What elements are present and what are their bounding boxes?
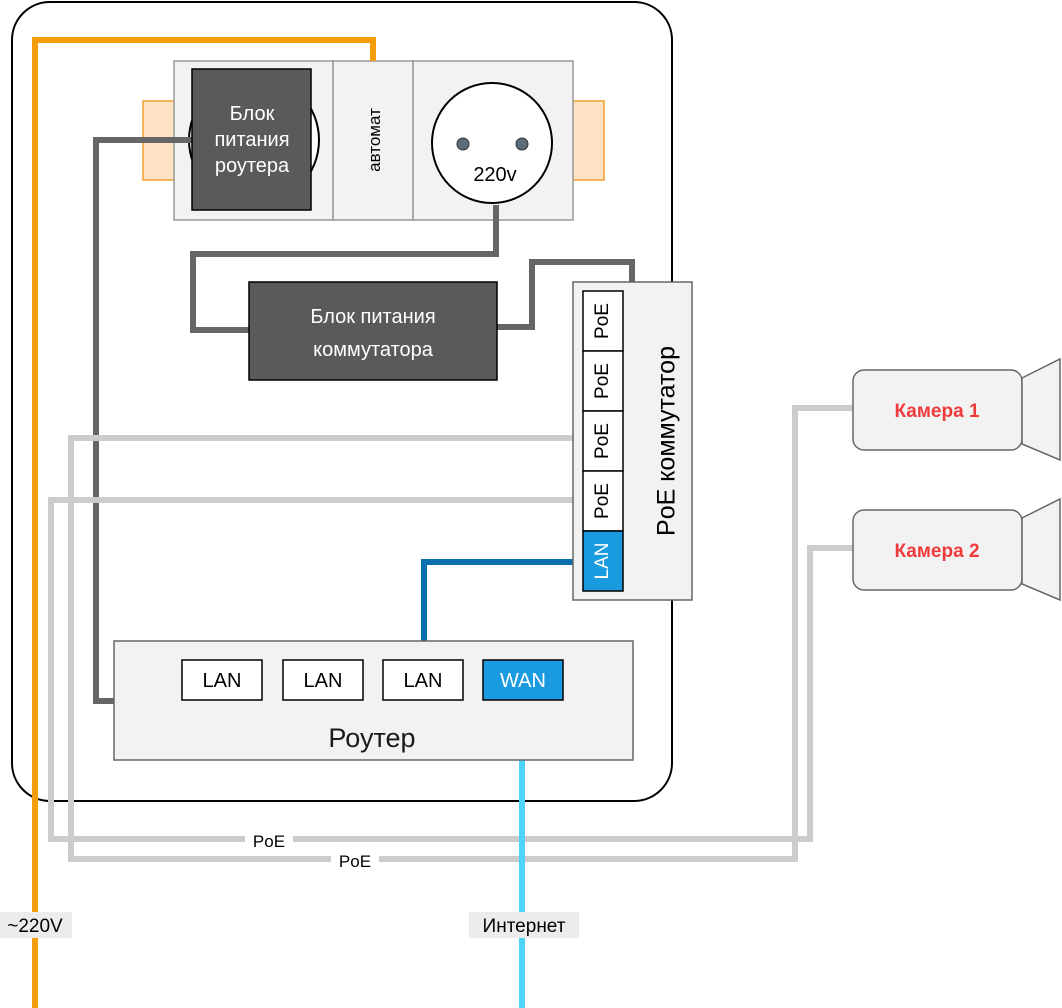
cable-poe-2-label: PoE (339, 852, 371, 871)
poe-port-3 (582, 410, 624, 472)
poe-cable-camera2 (48, 497, 854, 842)
socket-label: 220v (473, 164, 516, 186)
breaker-label: автомат (365, 108, 384, 172)
router-lan-port-3 (382, 659, 464, 701)
socket-face (431, 82, 553, 204)
router-lan-port-1 (181, 659, 263, 701)
router-lan-port-2-label: LAN (304, 670, 343, 692)
mains-label: ~220V (7, 916, 63, 937)
camera1-lens-icon (1021, 357, 1061, 462)
router-psu-label-1: Блок (230, 103, 275, 125)
camera1-label: Камера 1 (894, 401, 979, 422)
socket-pin-left (456, 137, 470, 151)
router-psu-block (191, 68, 312, 211)
router-lan-port-1-label: LAN (203, 670, 242, 692)
switch-psu-label-1: Блок питания (310, 306, 435, 328)
router-lan-port-3-label: LAN (404, 670, 443, 692)
switch-lan-port (582, 530, 624, 592)
router-wan-port-label: WAN (500, 670, 546, 692)
router-power-cable (93, 137, 192, 704)
poe-port-2 (582, 350, 624, 412)
mains-cable (32, 37, 376, 1008)
switch-psu-output-cable (497, 259, 635, 330)
switch-psu-block (248, 281, 498, 381)
switch-psu-input-cable (190, 205, 499, 333)
lan-cable (421, 559, 583, 662)
cable-poe-2-label-bg (331, 851, 379, 871)
camera2-label: Камера 2 (894, 541, 979, 562)
internet-label-bg (469, 912, 579, 938)
internet-label: Интернет (483, 916, 566, 937)
router-psu-label-3: роутера (215, 155, 290, 177)
router-label: Роутер (328, 723, 415, 753)
poe-port-1-label: PoE (592, 303, 613, 339)
poe-port-3-label: PoE (592, 423, 613, 459)
cable-poe-1-label: PoE (253, 832, 285, 851)
poe-switch-label: PoE коммутатор (653, 346, 681, 536)
poe-port-4-label: PoE (592, 483, 613, 519)
switch-lan-port-label: LAN (592, 543, 613, 580)
poe-port-2-label: PoE (592, 363, 613, 399)
camera2-lens-icon (1021, 497, 1061, 602)
router-wan-port (482, 659, 564, 701)
switch-psu-label-2: коммутатора (313, 339, 434, 361)
socket-pin-right (515, 137, 529, 151)
poe-cable-camera1 (68, 405, 854, 862)
poe-port-1 (582, 290, 624, 352)
router-psu-label-2: питания (214, 129, 289, 151)
din-clip-right (571, 100, 605, 181)
mains-label-bg (0, 912, 72, 938)
router-lan-port-2 (282, 659, 364, 701)
cable-poe-1-label-bg (245, 831, 293, 851)
